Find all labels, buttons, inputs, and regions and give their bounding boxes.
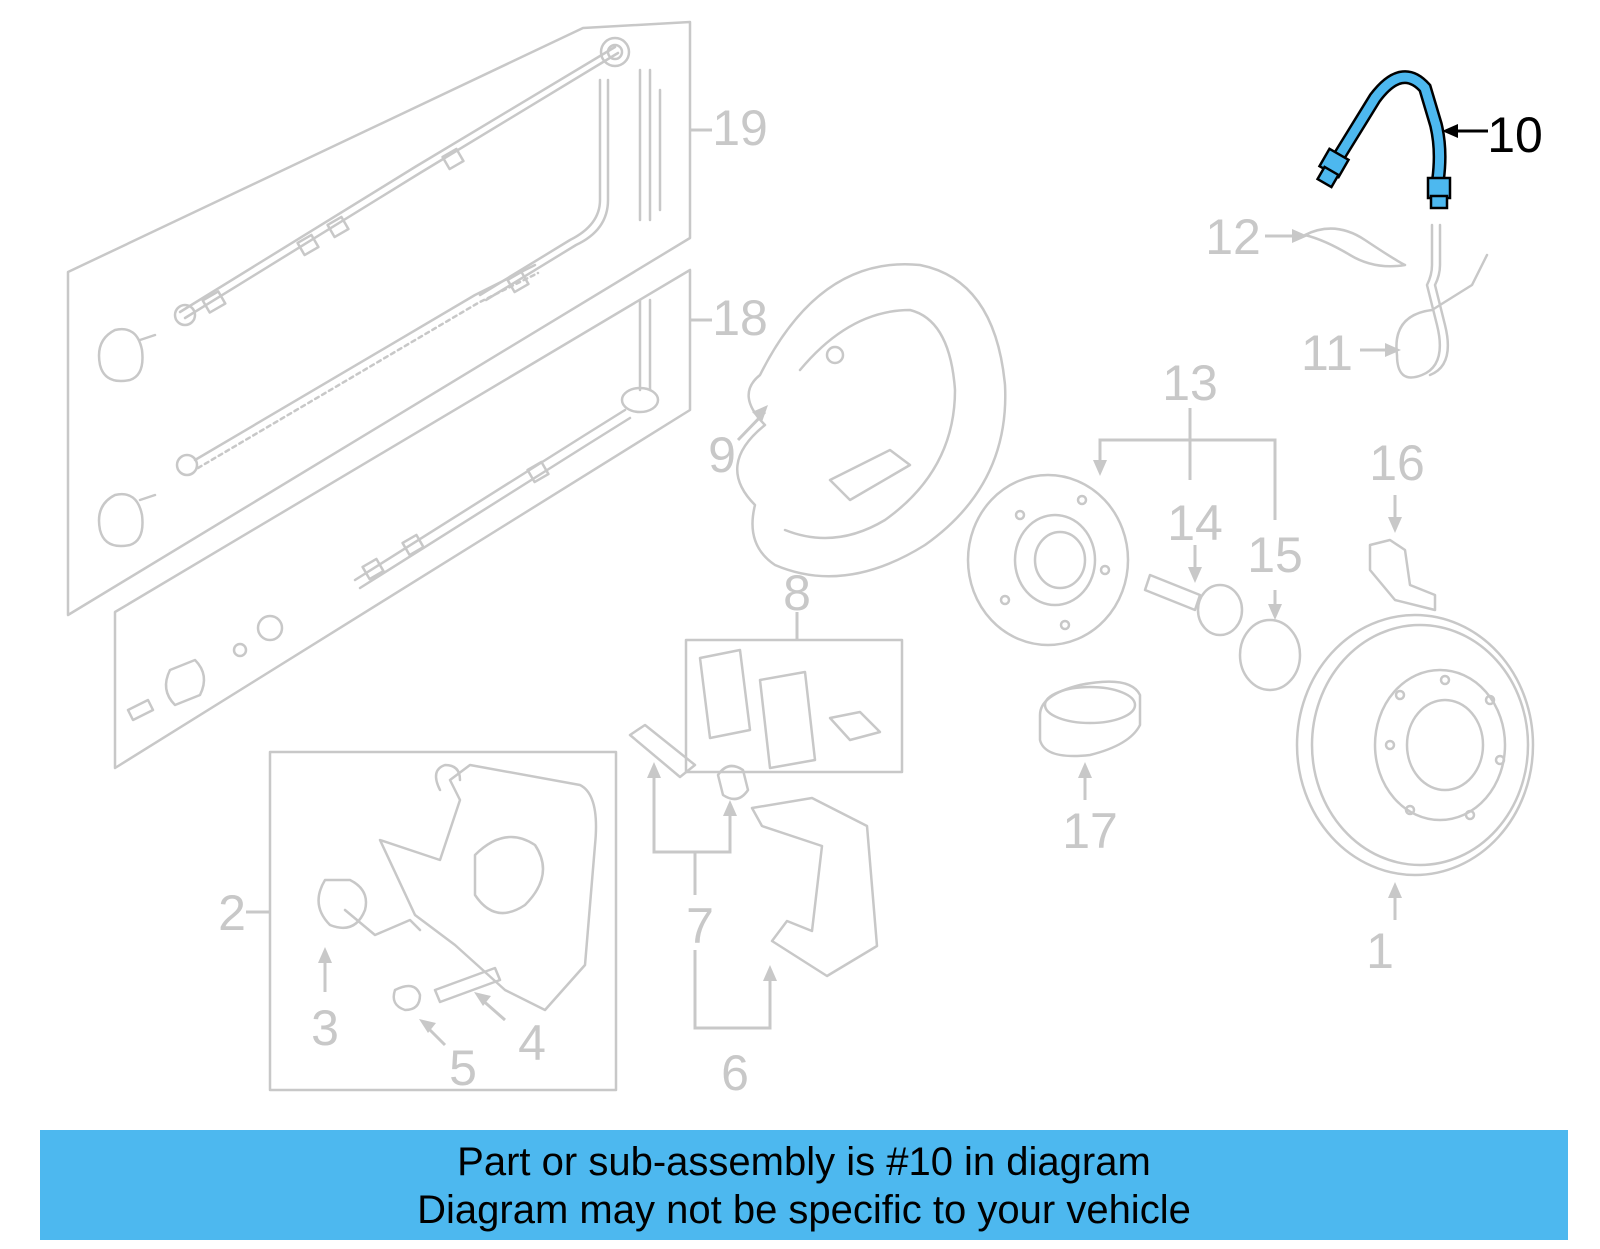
callout-17: 17 [1062, 803, 1118, 859]
part-17-plug [1038, 680, 1142, 800]
part-12-clip [1265, 227, 1407, 268]
callout-8: 8 [783, 565, 811, 621]
banner-line-2: Diagram may not be specific to your vehi… [417, 1188, 1191, 1232]
callout-6: 6 [721, 1045, 749, 1101]
callout-16: 16 [1369, 435, 1425, 491]
callout-9: 9 [708, 427, 736, 483]
callout-2: 2 [218, 885, 246, 941]
part-11-brake-line [1360, 223, 1489, 379]
callout-5: 5 [449, 1040, 477, 1096]
callout-11: 11 [1301, 325, 1353, 381]
part-9-backing-plate [735, 262, 1007, 578]
callout-19: 19 [712, 100, 768, 156]
callout-18: 18 [712, 290, 768, 346]
part-16-sensor [1368, 495, 1437, 612]
part-13-hub [966, 408, 1277, 647]
part-18-sensor-panel [97, 263, 712, 770]
callout-1: 1 [1366, 923, 1394, 979]
callout-12: 12 [1205, 209, 1261, 265]
info-banner: Part or sub-assembly is #10 in diagram D… [40, 1130, 1568, 1240]
part-15-cap [1238, 590, 1302, 692]
part-6-7-caliper-bracket [628, 723, 879, 1030]
callout-4: 4 [518, 1015, 546, 1071]
callout-15: 15 [1247, 527, 1303, 583]
part-2-caliper-assembly [246, 750, 618, 1092]
banner-line-1: Part or sub-assembly is #10 in diagram [457, 1140, 1151, 1184]
callout-3: 3 [311, 1000, 339, 1056]
part-8-pad-kit [684, 612, 904, 774]
callout-14: 14 [1167, 495, 1223, 551]
callout-13: 13 [1162, 355, 1218, 411]
part-1-rotor [1295, 613, 1535, 920]
part-14-bolt [1143, 545, 1244, 637]
part-19-wire-panel [66, 20, 712, 617]
callout-7: 7 [686, 898, 714, 954]
callout-10: 10 [1487, 107, 1543, 163]
part-10-brake-hose [1315, 70, 1488, 210]
